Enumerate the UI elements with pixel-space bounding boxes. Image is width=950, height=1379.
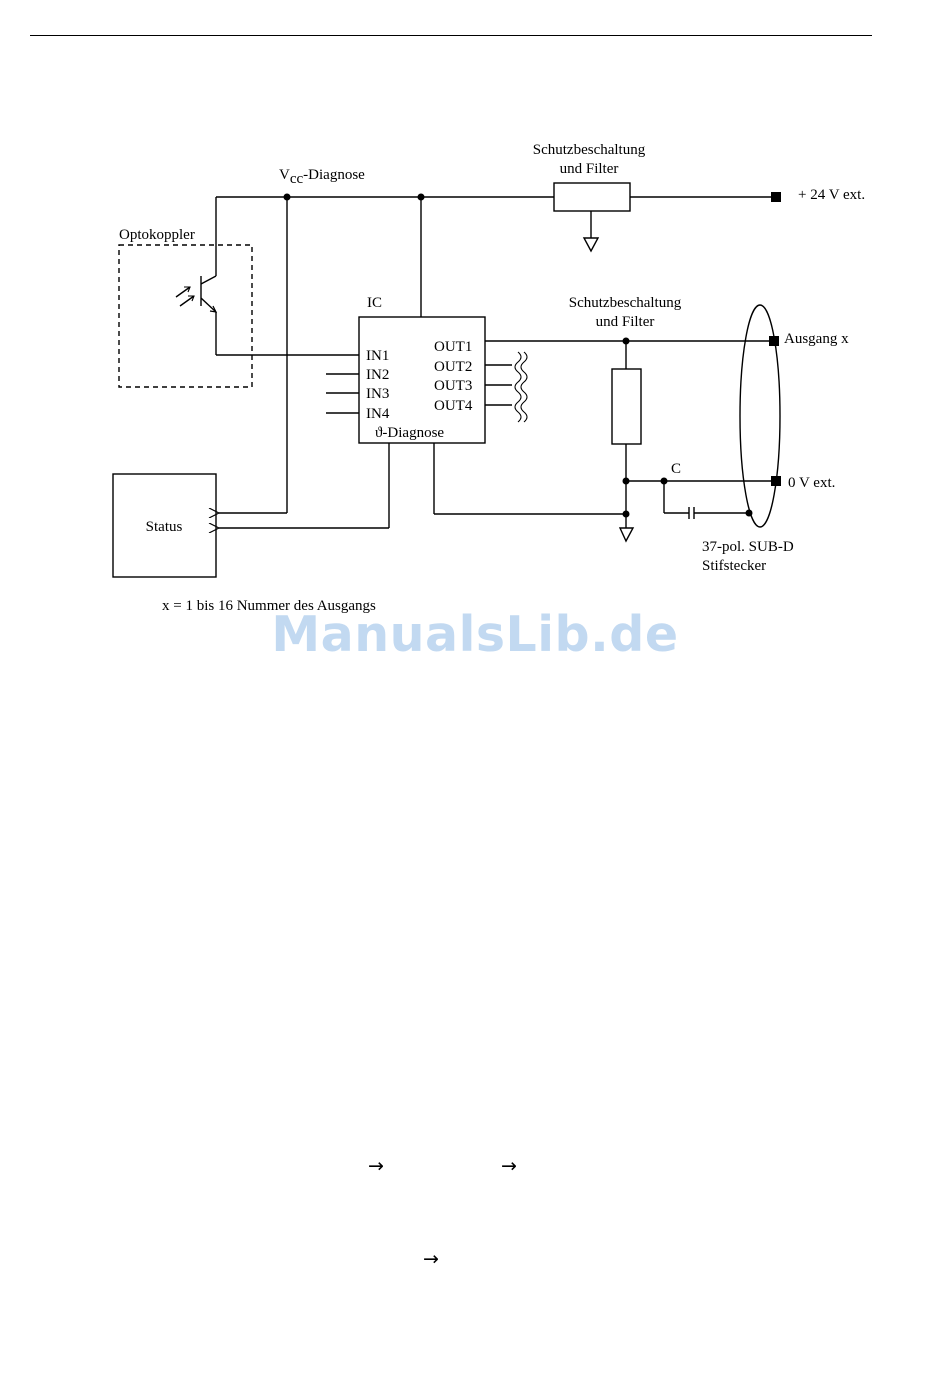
capacitor-label: C [671, 461, 681, 477]
status-label: Status [146, 519, 183, 535]
input-label-in2: IN2 [366, 367, 389, 383]
filter-top-label-1: Schutzbeschaltung [533, 142, 646, 158]
optokoppler-box [119, 245, 252, 387]
filter-block-top [554, 183, 630, 211]
optokoppler-label: Optokoppler [119, 227, 195, 243]
arrow-right-icon: → [501, 1157, 517, 1176]
filter-block-mid [612, 369, 641, 444]
temp-diagnose-label: ϑ-Diagnose [375, 425, 444, 441]
terminal-output [769, 336, 779, 346]
output-label-out3: OUT3 [434, 378, 472, 394]
connector-label-1: 37-pol. SUB-D [702, 539, 794, 555]
arrow-right-icon: → [423, 1250, 439, 1269]
circuit-diagram: Vcc-Diagnose Schutzbeschaltung und Filte… [0, 0, 950, 640]
vcc-diagnose-label: Vcc-Diagnose [279, 167, 365, 187]
terminal-ground [771, 476, 781, 486]
filter-mid-label-1: Schutzbeschaltung [569, 295, 682, 311]
output-label-out4: OUT4 [434, 398, 473, 414]
filter-mid-label-2: und Filter [596, 314, 655, 330]
arrow-right-icon: → [368, 1157, 384, 1176]
supply-label: + 24 V ext. [798, 187, 865, 203]
ausgang-label: Ausgang x [784, 331, 849, 347]
ic-label: IC [367, 295, 382, 311]
ground-label: 0 V ext. [788, 475, 835, 491]
input-label-in3: IN3 [366, 386, 389, 402]
ground-symbol-top [584, 238, 598, 251]
input-label-in1: IN1 [366, 348, 389, 364]
terminal-supply [771, 192, 781, 202]
connector-label-2: Stifstecker [702, 558, 766, 574]
filter-top-label-2: und Filter [560, 161, 619, 177]
ground-symbol-mid [620, 528, 633, 541]
output-label-out2: OUT2 [434, 359, 472, 375]
output-label-out1: OUT1 [434, 339, 472, 355]
watermark: ManualsLib.de [0, 606, 950, 663]
input-label-in4: IN4 [366, 406, 390, 422]
